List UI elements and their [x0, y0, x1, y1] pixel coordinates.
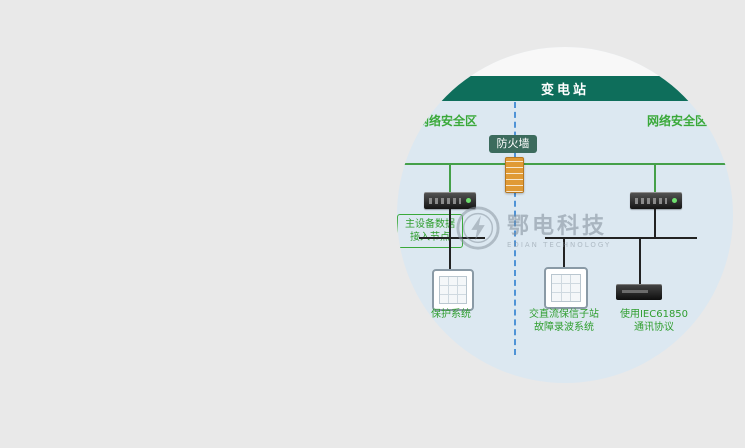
security-zone-divider-line [514, 102, 516, 355]
firewall-icon [505, 157, 524, 193]
bus-line-left-vertical [449, 209, 451, 238]
switch-led-indicator [672, 198, 677, 203]
access-node-label-box: 主设备数据 接入节点 [397, 214, 463, 248]
bus-line-left-horizontal [419, 237, 485, 239]
recorder-slot-icon [622, 290, 648, 293]
label-iec-line2: 通讯协议 [634, 322, 674, 333]
watermark: 鄂电科技 EDIAN TECHNOLOGY [455, 202, 685, 254]
watermark-subtitle: EDIAN TECHNOLOGY [507, 240, 612, 249]
green-drop-line-right [654, 163, 656, 192]
bus-line-right-horizontal [545, 237, 697, 239]
relay-front-panel-icon [439, 276, 467, 304]
label-acdc-line2: 故障录波系统 [534, 322, 594, 333]
switch-led-indicator [466, 198, 471, 203]
drop-line-left-device [449, 237, 451, 270]
drop-line-mid-device [563, 237, 565, 268]
drop-line-recorder [639, 237, 641, 284]
label-acdc-substation: 交直流保信子站 故障录波系统 [524, 308, 604, 334]
zone-label-right: 网络安全区 [647, 114, 708, 128]
network-switch-left [424, 192, 476, 209]
label-protection-system: 保护系统 [431, 309, 471, 320]
label-iec-line1: 使用IEC61850 [619, 309, 689, 320]
bus-line-right-vertical [654, 209, 656, 238]
watermark-name: 鄂电科技 [507, 213, 608, 239]
protection-relay-device-mid [544, 267, 588, 309]
switch-ports-icon [429, 198, 461, 204]
label-iec61850: 使用IEC61850 通讯协议 [611, 308, 697, 334]
substation-header-band: 变电站 [397, 76, 733, 101]
label-acdc-line1: 交直流保信子站 [529, 309, 599, 320]
access-node-line1: 主设备数据 [405, 219, 455, 230]
zone-label-left: 网络安全区 [417, 114, 478, 128]
fault-recorder-device [616, 284, 662, 300]
relay-front-panel-icon [551, 274, 581, 302]
green-drop-line-left [449, 163, 451, 192]
station-bus-green-line [397, 163, 733, 165]
diagram-circle: 变电站 网络安全区 网络安全区 防火墙 主设备数据 接入节点 [397, 47, 733, 383]
protection-relay-device-left [432, 269, 474, 311]
circle-top-margin [397, 47, 733, 76]
network-switch-right [630, 192, 682, 209]
switch-ports-icon [635, 198, 667, 204]
firewall-label: 防火墙 [489, 135, 537, 153]
watermark-texts: 鄂电科技 EDIAN TECHNOLOGY [507, 208, 611, 249]
substation-title: 变电站 [540, 83, 589, 98]
